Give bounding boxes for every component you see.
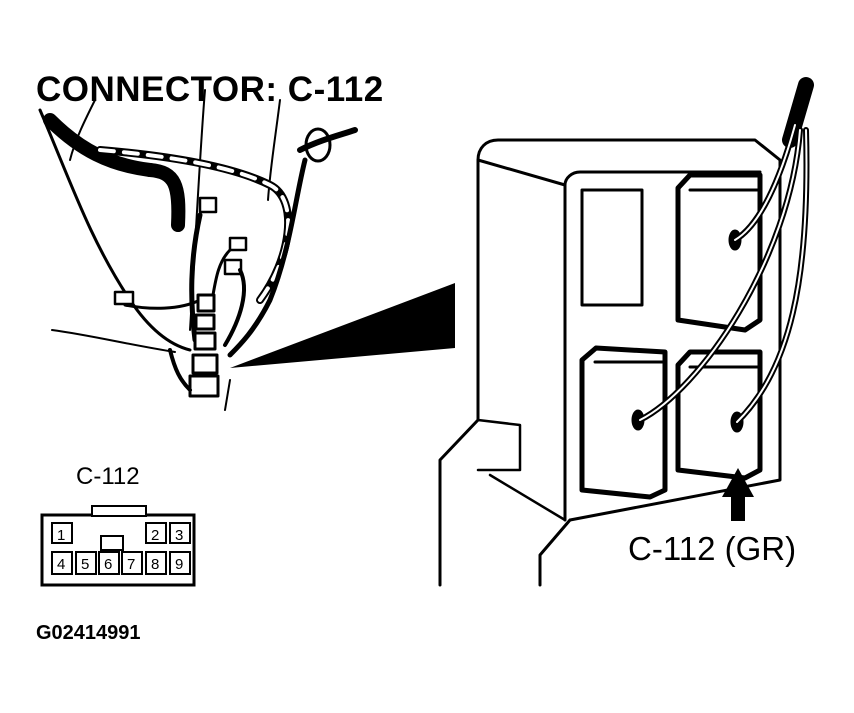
pin-label-8: 8 [151, 556, 159, 573]
callout-arrow [722, 468, 754, 521]
pin-label-5: 5 [81, 556, 89, 573]
pin-label-3: 3 [175, 527, 183, 544]
pin-label-6: 6 [104, 556, 112, 573]
pin-label-7: 7 [127, 556, 135, 573]
pin-label-4: 4 [57, 556, 65, 573]
pin-label-2: 2 [151, 527, 159, 544]
connector-pin-labels: 1 2 3 4 5 6 7 8 9 [57, 527, 183, 573]
figure-id: G02414991 [36, 622, 141, 644]
pin-label-9: 9 [175, 556, 183, 573]
connector-callout-label: C-112 (GR) [628, 530, 797, 567]
connector-face-label: C-112 [76, 463, 140, 490]
pin-label-1: 1 [57, 527, 65, 544]
wiring-harness-sketch [38, 89, 358, 411]
relay-box-enlarged [438, 77, 814, 587]
zoom-callout-wedge [230, 283, 455, 368]
connector-face-view [40, 505, 196, 587]
